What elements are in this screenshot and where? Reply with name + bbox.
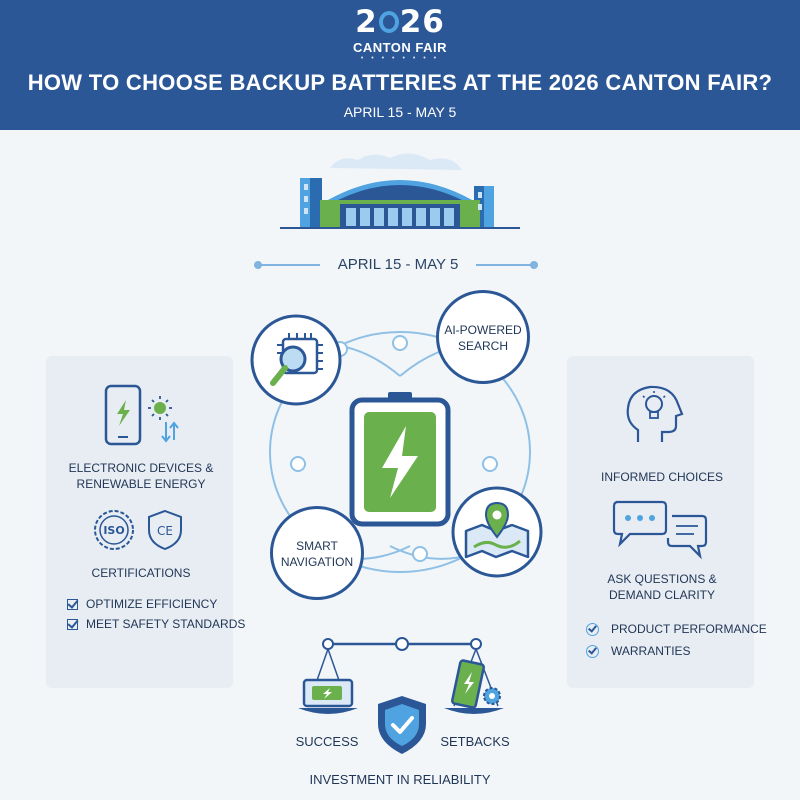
timeline-dates: APRIL 15 - MAY 5 [320, 256, 476, 273]
checkbox-checked-icon [67, 618, 78, 630]
logo-subtitle: CANTON FAIR [352, 40, 448, 55]
header-dates: APRIL 15 - MAY 5 [343, 104, 457, 120]
svg-text:ISO: ISO [103, 524, 124, 537]
svg-text:CE: CE [157, 524, 173, 538]
chip-search-circle [250, 314, 342, 406]
success-label: SUCCESS [295, 734, 359, 749]
check-circle-icon [586, 622, 599, 636]
checklist-item-safety: MEET SAFETY STANDARDS [67, 617, 245, 631]
microchip-magnifier-icon [270, 333, 323, 386]
informed-choices-label: INFORMED CHOICES [600, 470, 723, 484]
smart-navigation-circle [270, 506, 364, 600]
map-location-icon [464, 501, 530, 559]
ai-search-circle [436, 290, 530, 384]
shield-check-icon [378, 696, 426, 754]
battery-icon [349, 392, 451, 527]
devices-label: ELECTRONIC DEVICES &RENEWABLE ENERGY [68, 461, 214, 491]
checklist-item-efficiency: OPTIMIZE EFFICIENCY [67, 597, 217, 611]
page-title: HOW TO CHOOSE BACKUP BATTERIES AT THE 20… [27, 70, 773, 95]
logo-dots: • • • • • • • • [360, 55, 440, 62]
device-gear-icon [444, 659, 504, 714]
head-lightbulb-icon [626, 385, 684, 442]
map-pin-circle [451, 486, 543, 578]
checklist-item-performance: PRODUCT PERFORMANCE [586, 622, 767, 636]
certifications-label: CERTIFICATIONS [91, 566, 191, 580]
iso-badge-icon: ISO [94, 510, 134, 550]
ask-questions-label: ASK QUESTIONS &DEMAND CLARITY [607, 572, 717, 602]
setbacks-label: SETBACKS [440, 734, 510, 749]
exhibition-hall-icon [280, 153, 520, 229]
investment-label: INVESTMENT IN RELIABILITY [309, 772, 491, 787]
checkbox-checked-icon [67, 598, 78, 610]
check-circle-icon [586, 644, 599, 658]
phone-solar-icon [104, 384, 179, 446]
ce-shield-icon: CE [148, 509, 182, 551]
logo-ring-icon [378, 11, 399, 33]
chat-bubbles-icon [612, 500, 708, 560]
checklist-item-warranties: WARRANTIES [586, 644, 691, 658]
laptop-battery-icon [298, 678, 358, 714]
balance-scale-icon [298, 637, 504, 754]
